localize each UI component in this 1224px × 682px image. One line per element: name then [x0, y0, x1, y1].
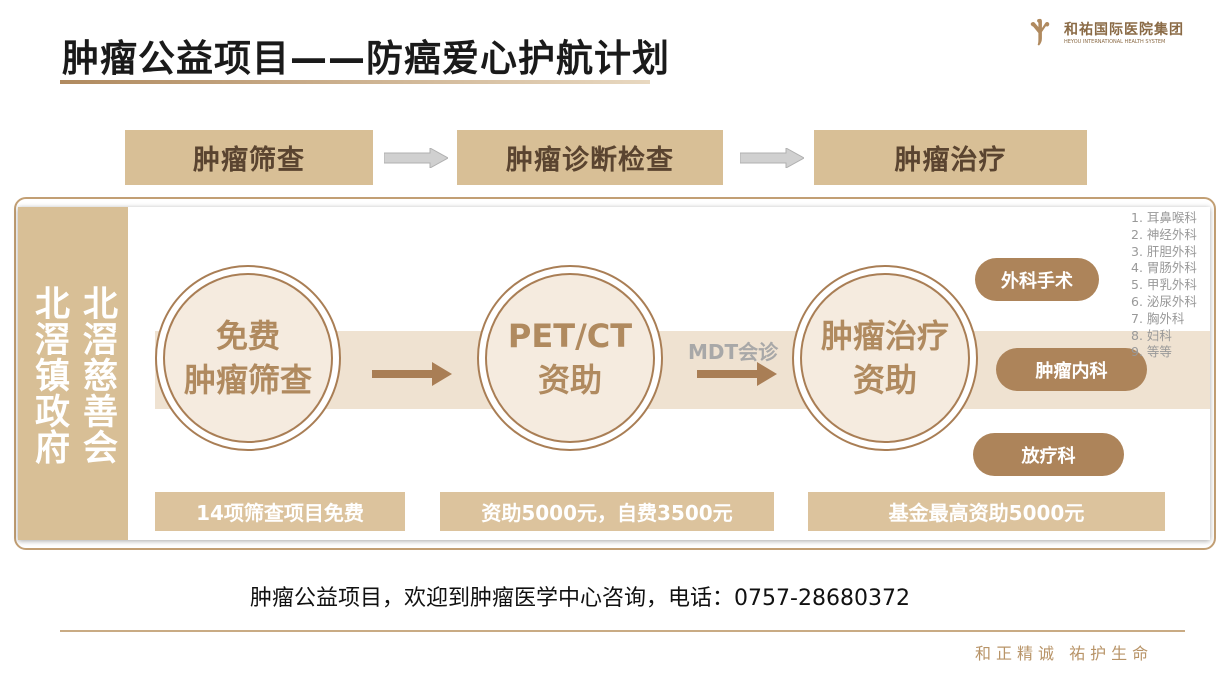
dept-surgery: 外科手术: [975, 258, 1099, 301]
circle-text: 肿瘤治疗: [820, 317, 949, 355]
step-screening: 肿瘤筛查: [125, 130, 373, 185]
circle-text: 资助: [852, 361, 917, 399]
mdt-label: MDT会诊: [688, 340, 779, 364]
divider: [60, 630, 1185, 632]
circle-free-screening: 免费肿瘤筛查: [155, 265, 341, 451]
step-diagnosis: 肿瘤诊断检查: [457, 130, 723, 185]
list-item: 4. 胃肠外科: [1131, 260, 1197, 276]
label-fund: 基金最高资助5000元: [808, 492, 1165, 531]
contact-footer: 肿瘤公益项目，欢迎到肿瘤医学中心咨询，电话：0757-28680372: [250, 586, 910, 611]
circle-text: 肿瘤筛查: [183, 361, 312, 399]
circle-text: PET/CT: [507, 317, 633, 355]
dept-radiotherapy: 放疗科: [973, 433, 1124, 476]
label-petct: 资助5000元，自费3500元: [440, 492, 774, 531]
arrow-right-icon: [384, 148, 448, 168]
sponsor-panel: 北滘镇政府 北滘慈善会: [18, 207, 128, 540]
arrow-right-icon: [740, 148, 804, 168]
list-item: 5. 甲乳外科: [1131, 277, 1197, 293]
surgery-list: 1. 耳鼻喉科 2. 神经外科 3. 肝胆外科 4. 胃肠外科 5. 甲乳外科 …: [1131, 210, 1197, 361]
circle-petct: PET/CT 资助: [477, 265, 663, 451]
slogan: 和正精诚 祐护生命: [975, 644, 1154, 663]
sponsor-charity: 北滘慈善会: [77, 285, 117, 465]
arrow-right-icon: [372, 362, 452, 386]
step-treatment: 肿瘤治疗: [814, 130, 1087, 185]
logo-icon: Ⲯ: [1030, 17, 1050, 47]
list-item: 9. 等等: [1131, 344, 1172, 360]
list-item: 1. 耳鼻喉科: [1131, 210, 1197, 225]
circle-treatment: 肿瘤治疗资助: [792, 265, 978, 451]
list-item: 2. 神经外科: [1131, 226, 1197, 242]
list-item: 3. 肝胆外科: [1131, 243, 1197, 259]
logo-name: 和祐国际医院集团: [1064, 22, 1184, 38]
label-screening: 14项筛查项目免费: [155, 492, 405, 531]
list-item: 7. 胸外科: [1131, 310, 1185, 326]
arrow-right-icon: [697, 362, 777, 386]
dept-oncology: 肿瘤内科: [996, 348, 1147, 391]
logo-name-en: HEYOU INTERNATIONAL HEALTH SYSTEM: [1064, 39, 1166, 45]
list-item: 6. 泌尿外科: [1131, 293, 1197, 309]
circle-text: 资助: [537, 361, 602, 399]
title-underline: [60, 80, 650, 84]
page-title: 肿瘤公益项目——防癌爱心护航计划: [62, 37, 670, 80]
circle-text: 免费: [215, 317, 280, 355]
sponsor-government: 北滘镇政府: [29, 285, 69, 465]
outer-frame: [14, 197, 1216, 550]
list-item: 8. 妇科: [1131, 327, 1172, 343]
